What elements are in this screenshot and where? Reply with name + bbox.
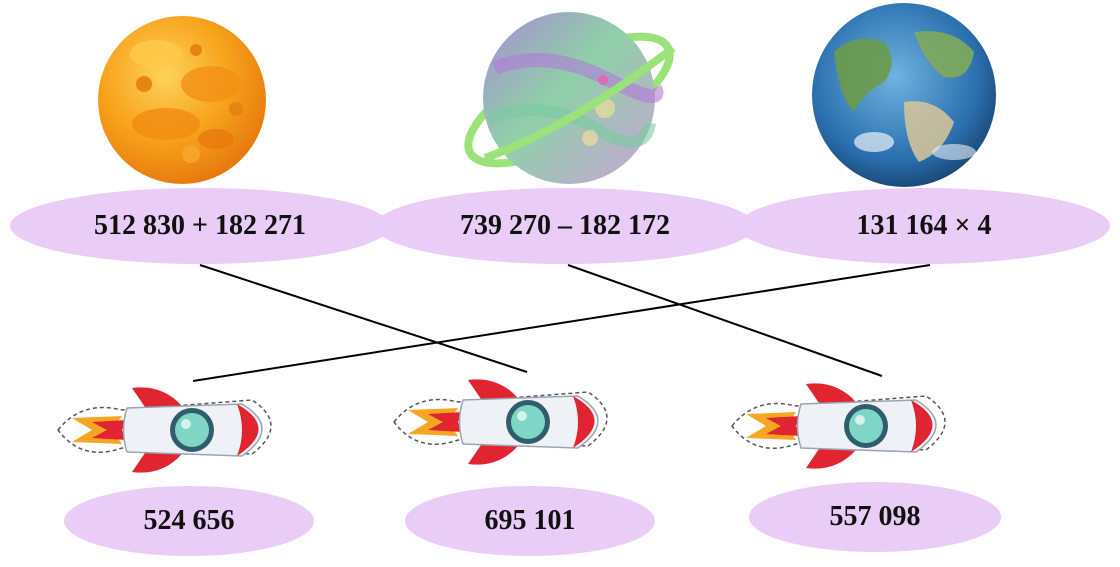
expression-text: 512 830 + 182 271 — [94, 210, 306, 241]
answer-oval[interactable]: 524 656 — [64, 486, 314, 556]
ringed-planet-icon — [464, 12, 676, 184]
rocket-icon — [57, 387, 272, 473]
expression-oval[interactable]: 739 270 – 182 172 — [375, 188, 755, 264]
answer-oval[interactable]: 695 101 — [405, 486, 655, 556]
connection-line — [567, 264, 883, 377]
answer-text: 557 098 — [829, 501, 921, 532]
expression-oval[interactable]: 512 830 + 182 271 — [10, 188, 390, 264]
answer-text: 524 656 — [143, 505, 235, 536]
answer-oval[interactable]: 557 098 — [749, 482, 1001, 552]
expression-text: 131 164 × 4 — [856, 210, 992, 241]
rocket-icon — [731, 383, 946, 469]
connection-line — [192, 264, 931, 382]
expression-oval[interactable]: 131 164 × 4 — [738, 188, 1110, 264]
rocket-icon — [393, 379, 608, 465]
answer-text: 695 101 — [484, 505, 576, 536]
connection-line — [199, 264, 528, 373]
expression-text: 739 270 – 182 172 — [460, 210, 670, 241]
orange-planet-icon — [98, 16, 266, 184]
earth-planet-icon — [812, 3, 996, 187]
